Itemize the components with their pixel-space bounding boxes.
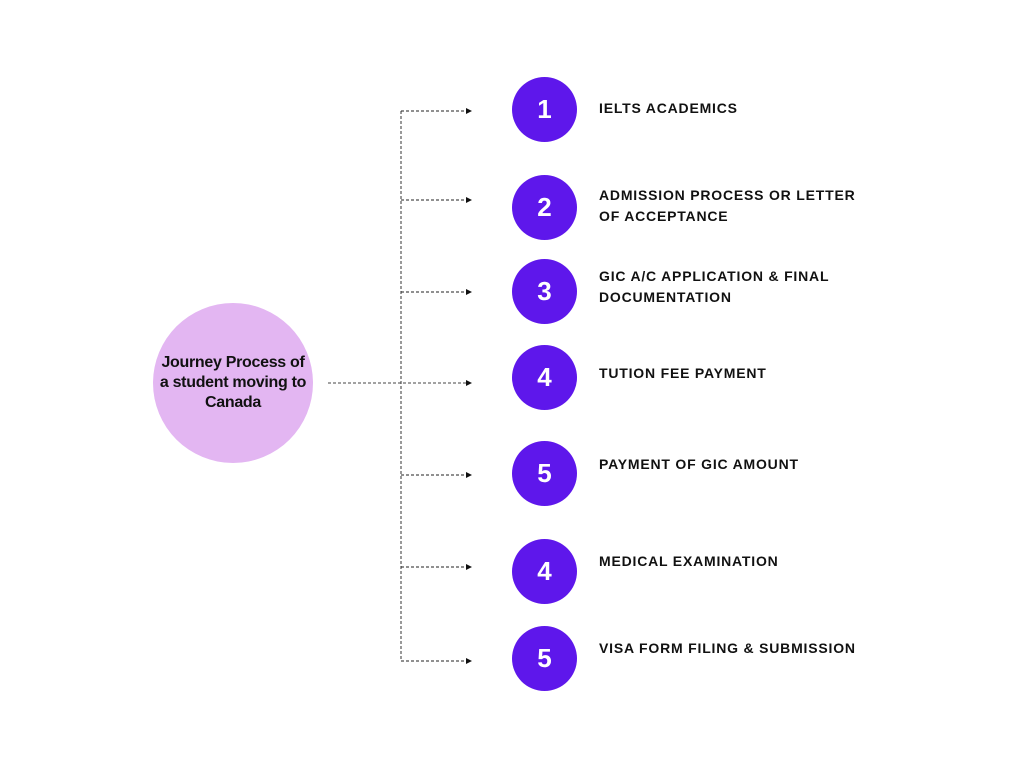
center-topic-label: Journey Process of a student moving to C… <box>159 354 307 411</box>
step-label: ADMISSION PROCESS OR LETTER OF ACCEPTANC… <box>599 187 856 224</box>
step-label: TUTION FEE PAYMENT <box>599 365 767 381</box>
step-number-circle: 4 <box>512 539 577 604</box>
step-number-circle: 5 <box>512 626 577 691</box>
step-number-circle: 3 <box>512 259 577 324</box>
step-number-circle: 4 <box>512 345 577 410</box>
step-label: IELTS ACADEMICS <box>599 100 738 116</box>
step-label: GIC A/C APPLICATION & FINAL DOCUMENTATIO… <box>599 268 830 305</box>
step-number-circle: 2 <box>512 175 577 240</box>
step-label: PAYMENT OF GIC AMOUNT <box>599 456 799 472</box>
step-number-circle: 5 <box>512 441 577 506</box>
step-label: VISA FORM FILING & SUBMISSION <box>599 640 856 656</box>
step-number-circle: 1 <box>512 77 577 142</box>
step-label: MEDICAL EXAMINATION <box>599 553 779 569</box>
center-topic-circle: Journey Process of a student moving to C… <box>153 303 313 463</box>
